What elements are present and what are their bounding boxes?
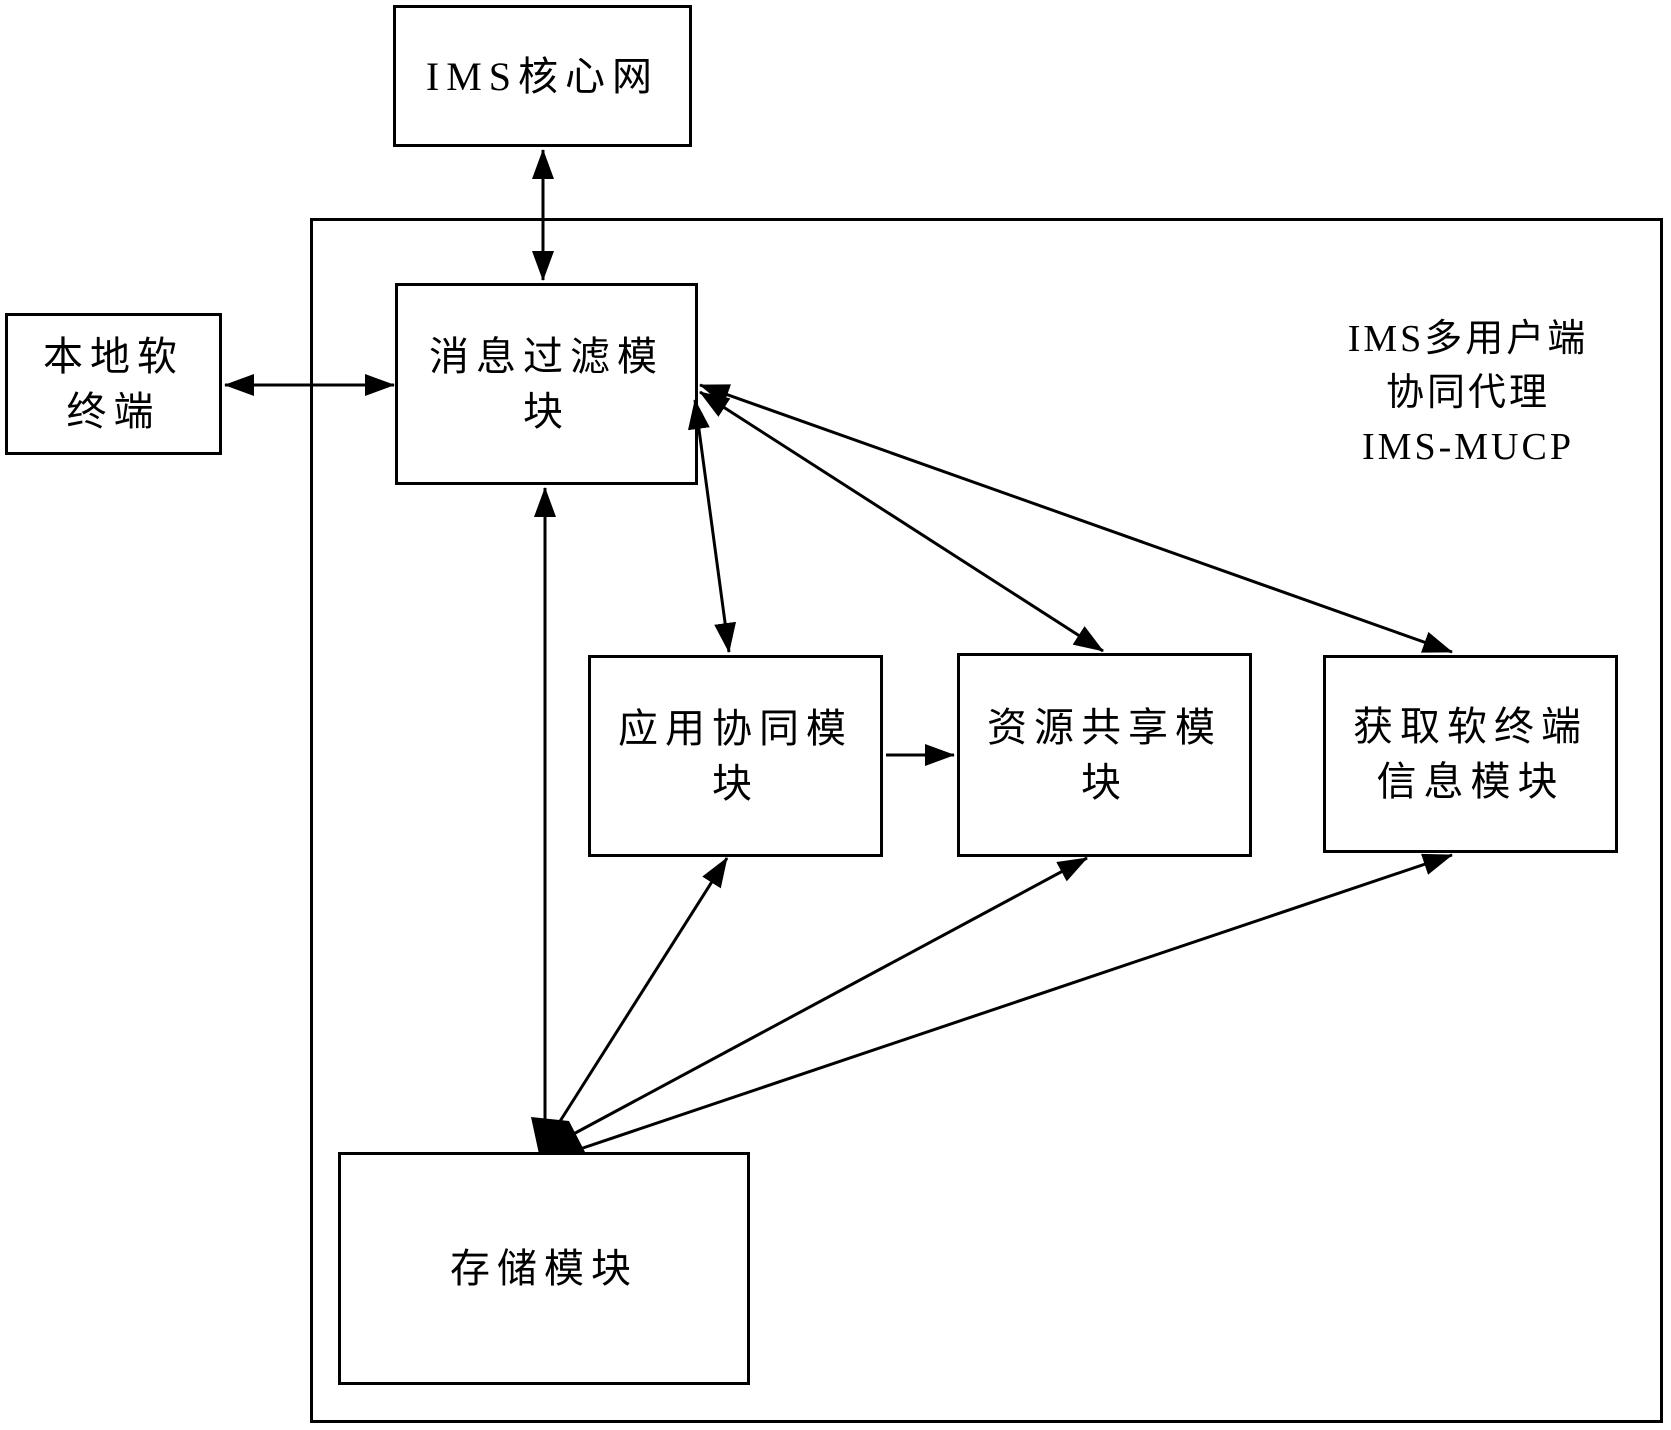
caption-line: 协同代理	[1385, 372, 1550, 414]
node-label: 资源共享模块	[987, 705, 1222, 805]
node-get-soft-terminal-info-module: 获取软终端信息模块	[1323, 655, 1618, 853]
node-label: 本地软终端	[43, 334, 184, 434]
caption-line: IMS-MUCP	[1362, 426, 1574, 468]
ims-mucp-container-box	[310, 218, 1663, 1423]
node-label: 存储模块	[450, 1246, 638, 1291]
node-ims-core-network: IMS核心网	[393, 5, 692, 147]
node-message-filter-module: 消息过滤模块	[395, 283, 698, 485]
node-label: 应用协同模块	[618, 706, 853, 806]
node-app-collaboration-module: 应用协同模块	[588, 655, 883, 857]
node-resource-sharing-module: 资源共享模块	[957, 653, 1252, 857]
node-local-soft-terminal: 本地软终端	[5, 313, 222, 455]
caption-line: IMS多用户端	[1347, 318, 1589, 360]
node-label: 消息过滤模块	[429, 334, 664, 434]
node-label: 获取软终端信息模块	[1353, 704, 1588, 804]
node-storage-module: 存储模块	[338, 1152, 750, 1385]
node-label: IMS核心网	[425, 53, 660, 99]
ims-mucp-caption: IMS多用户端 协同代理 IMS-MUCP	[1318, 312, 1618, 474]
